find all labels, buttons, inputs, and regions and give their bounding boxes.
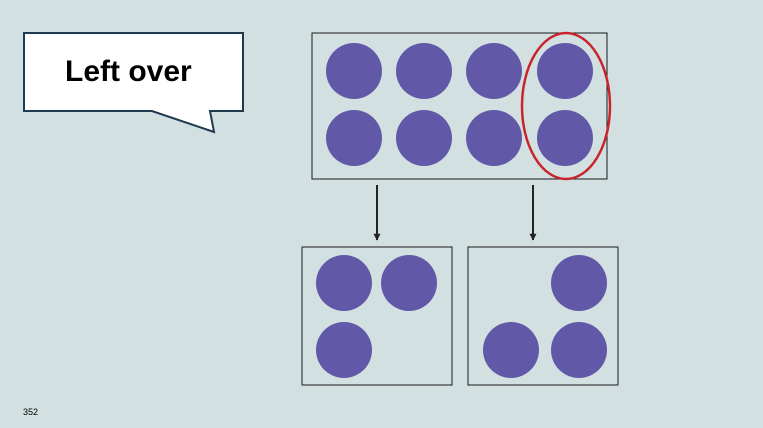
result-group-2-dots bbox=[483, 255, 607, 378]
dot bbox=[316, 255, 372, 311]
dot bbox=[326, 43, 382, 99]
dot bbox=[316, 322, 372, 378]
dot bbox=[381, 255, 437, 311]
callout-label: Left over bbox=[63, 52, 194, 92]
left-over-highlight bbox=[520, 31, 612, 181]
result-group-box-1 bbox=[301, 246, 453, 386]
slide-number: 352 bbox=[23, 407, 39, 417]
dot bbox=[483, 322, 539, 378]
dot bbox=[537, 110, 593, 166]
source-dots bbox=[326, 43, 593, 166]
result-group-1-dots bbox=[316, 255, 437, 378]
dot bbox=[551, 255, 607, 311]
result-group-box-2 bbox=[467, 246, 619, 386]
dot bbox=[326, 110, 382, 166]
dot bbox=[396, 43, 452, 99]
dot bbox=[466, 110, 522, 166]
dot bbox=[537, 43, 593, 99]
source-group-box bbox=[311, 32, 608, 180]
dot bbox=[551, 322, 607, 378]
dot bbox=[396, 110, 452, 166]
dot bbox=[466, 43, 522, 99]
